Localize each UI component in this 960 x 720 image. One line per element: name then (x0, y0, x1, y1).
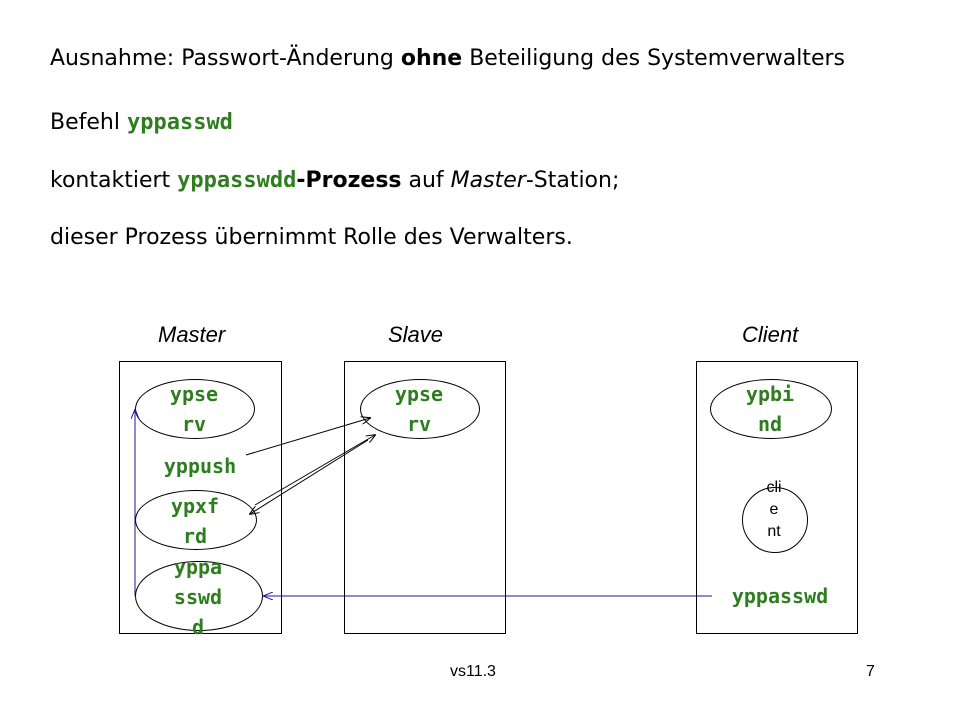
ypxfrd-ellipse (135, 490, 257, 550)
yppush-arrow (245, 418, 370, 456)
master-ypserv-ellipse (135, 379, 255, 439)
yppasswdd-ellipse (135, 561, 263, 631)
line-role: dieser Prozess übernimmt Rolle des Verwa… (50, 225, 573, 250)
line-contact: kontaktiert yppasswdd-Prozess auf Master… (50, 168, 620, 193)
header-client: Client (742, 322, 799, 347)
yppasswd-label: yppasswd (731, 584, 829, 608)
client-ellipse (742, 487, 808, 553)
page-number: 7 (866, 663, 875, 680)
header-slave: Slave (388, 322, 444, 347)
ypbind-ellipse (710, 379, 832, 439)
slave-ypserv-ellipse (360, 379, 480, 439)
header-master: Master (158, 322, 226, 347)
line-exception: Ausnahme: Passwort-Änderung ohne Beteili… (50, 46, 845, 71)
line-command: Befehl yppasswd (50, 110, 233, 135)
xfr-request-arrow (254, 435, 375, 506)
yppush-label: yppush (163, 454, 237, 478)
xfr-response-arrow (250, 439, 369, 514)
footer-left: vs11.3 (450, 663, 496, 680)
